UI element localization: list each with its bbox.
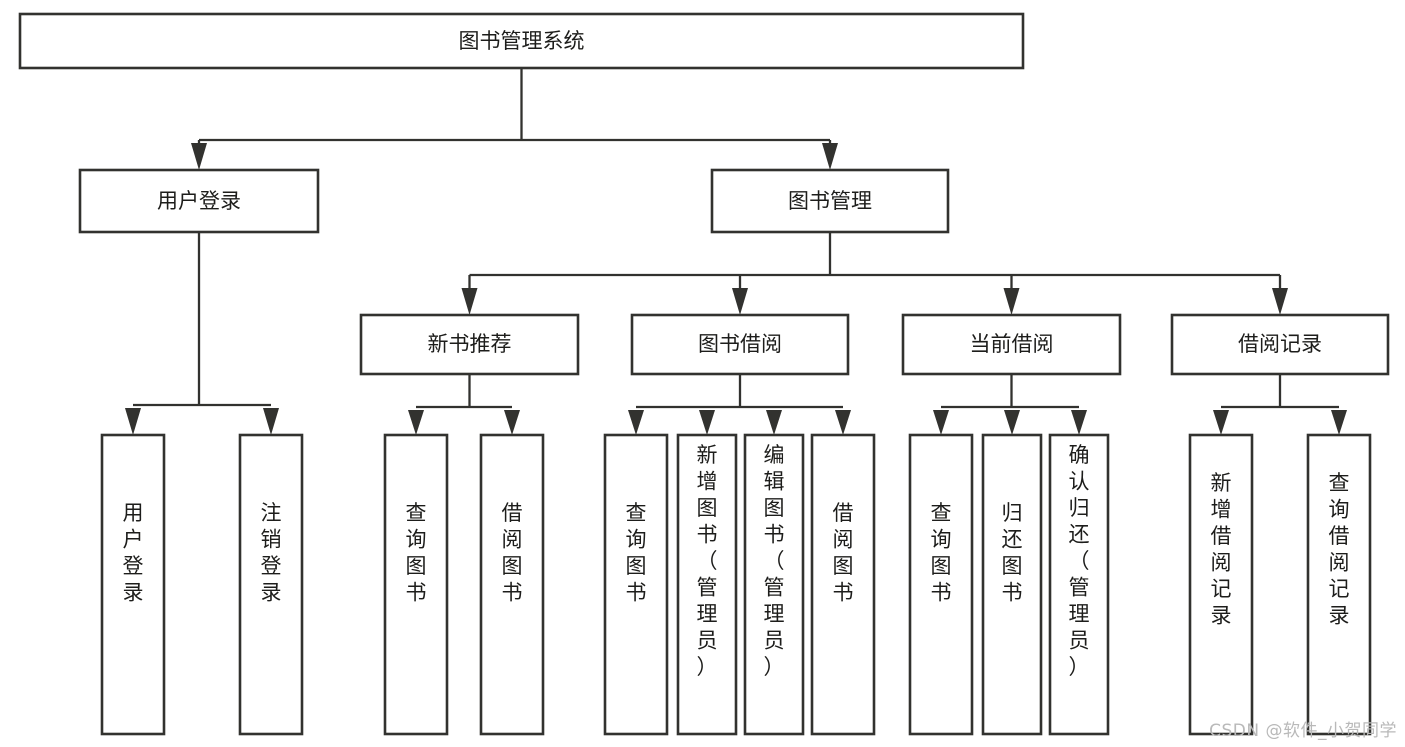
node-leaf-borrow-book-2-label: 借阅图书 xyxy=(833,501,854,605)
arrowhead-to-leaf-user-login xyxy=(125,408,141,435)
arrowhead-to-current-borrow xyxy=(1003,288,1020,315)
node-leaf-edit-book-box[interactable] xyxy=(743,433,805,736)
node-book-borrow-box[interactable] xyxy=(630,313,850,376)
arrowhead-to-leaf-query-book-3 xyxy=(933,410,949,435)
node-current-borrow-box[interactable] xyxy=(901,313,1122,376)
node-leaf-return-book[interactable]: 归还图书 xyxy=(981,433,1043,736)
node-new-book-recommend-box[interactable] xyxy=(359,313,580,376)
arrowhead-to-leaf-borrow-book-2 xyxy=(835,410,851,435)
node-book-manage-box[interactable] xyxy=(710,168,950,234)
node-root[interactable]: 图书管理系统 xyxy=(18,12,1025,70)
arrowhead-to-leaf-edit-book xyxy=(766,410,782,435)
node-leaf-logout-login[interactable]: 注销登录 xyxy=(238,433,304,736)
arrowhead-to-book-manage xyxy=(822,143,838,170)
node-leaf-user-login[interactable]: 用户登录 xyxy=(100,433,166,736)
arrowhead-to-book-borrow xyxy=(732,288,748,315)
node-leaf-borrow-book-1[interactable]: 借阅图书 xyxy=(479,433,545,736)
node-book-borrow-label: 图书借阅 xyxy=(698,332,782,356)
node-leaf-edit-book[interactable]: 编辑图书（管理员） xyxy=(743,433,805,736)
node-root-box[interactable] xyxy=(18,12,1025,70)
node-borrow-record[interactable]: 借阅记录 xyxy=(1170,313,1390,376)
node-leaf-confirm-return[interactable]: 确认归还（管理员） xyxy=(1048,433,1110,736)
node-new-book-recommend-label: 新书推荐 xyxy=(428,332,512,356)
node-leaf-query-book-3-box[interactable] xyxy=(908,433,974,736)
arrowhead-to-leaf-return-book xyxy=(1004,410,1020,435)
node-leaf-borrow-book-1-label: 借阅图书 xyxy=(502,501,523,605)
node-leaf-add-record[interactable]: 新增借阅记录 xyxy=(1188,433,1254,736)
node-borrow-record-label: 借阅记录 xyxy=(1238,332,1322,356)
arrowhead-to-new-book-recommend xyxy=(461,288,478,315)
node-leaf-user-login-label: 用户登录 xyxy=(123,501,144,605)
arrowhead-to-leaf-logout-login xyxy=(263,408,279,435)
node-leaf-query-book-2-label: 查询图书 xyxy=(626,501,647,605)
node-leaf-add-book[interactable]: 新增图书（管理员） xyxy=(676,433,738,736)
node-leaf-logout-login-label: 注销登录 xyxy=(261,501,282,605)
node-leaf-user-login-box[interactable] xyxy=(100,433,166,736)
node-leaf-return-book-box[interactable] xyxy=(981,433,1043,736)
arrowhead-to-leaf-add-record xyxy=(1213,410,1229,435)
connector-layer xyxy=(125,68,1347,435)
arrowhead-to-leaf-add-book xyxy=(699,410,715,435)
node-leaf-borrow-book-2[interactable]: 借阅图书 xyxy=(810,433,876,736)
node-leaf-confirm-return-box[interactable] xyxy=(1048,433,1110,736)
node-leaf-return-book-label: 归还图书 xyxy=(1002,501,1023,605)
node-book-borrow[interactable]: 图书借阅 xyxy=(630,313,850,376)
node-user-login-box[interactable] xyxy=(78,168,320,234)
node-leaf-query-book-1-box[interactable] xyxy=(383,433,449,736)
node-leaf-query-book-2[interactable]: 查询图书 xyxy=(603,433,669,736)
arrowhead-to-borrow-record xyxy=(1272,288,1288,315)
node-leaf-borrow-book-1-box[interactable] xyxy=(479,433,545,736)
node-leaf-query-record-label: 查询借阅记录 xyxy=(1329,471,1350,628)
arrowhead-to-leaf-query-book-2 xyxy=(628,410,644,435)
node-book-manage-label: 图书管理 xyxy=(788,189,872,213)
arrowhead-to-leaf-query-book-1 xyxy=(408,410,424,435)
node-root-label: 图书管理系统 xyxy=(459,29,585,53)
node-book-manage[interactable]: 图书管理 xyxy=(710,168,950,234)
arrowhead-to-leaf-query-record xyxy=(1331,410,1347,435)
leaf-node-group: 用户登录 注销登录 查询图书 借阅图书 查询图书 新增图书（管理员） xyxy=(100,433,1372,736)
node-leaf-query-book-2-box[interactable] xyxy=(603,433,669,736)
node-leaf-add-book-label: 新增图书（管理员） xyxy=(697,443,718,679)
node-leaf-query-book-1[interactable]: 查询图书 xyxy=(383,433,449,736)
arrowhead-to-leaf-borrow-book-1 xyxy=(504,410,520,435)
node-leaf-confirm-return-label: 确认归还（管理员） xyxy=(1069,443,1090,679)
node-new-book-recommend[interactable]: 新书推荐 xyxy=(359,313,580,376)
node-leaf-query-book-3-label: 查询图书 xyxy=(931,501,952,605)
node-leaf-query-book-3[interactable]: 查询图书 xyxy=(908,433,974,736)
node-user-login-label: 用户登录 xyxy=(157,189,241,213)
node-leaf-add-record-box[interactable] xyxy=(1188,433,1254,736)
node-leaf-add-record-label: 新增借阅记录 xyxy=(1211,471,1232,628)
node-current-borrow[interactable]: 当前借阅 xyxy=(901,313,1122,376)
node-leaf-logout-login-box[interactable] xyxy=(238,433,304,736)
node-borrow-record-box[interactable] xyxy=(1170,313,1390,376)
node-current-borrow-label: 当前借阅 xyxy=(970,332,1054,356)
arrowhead-to-user-login xyxy=(191,143,207,170)
node-leaf-borrow-book-2-box[interactable] xyxy=(810,433,876,736)
node-leaf-query-book-1-label: 查询图书 xyxy=(406,501,427,605)
node-leaf-edit-book-label: 编辑图书（管理员） xyxy=(764,443,785,679)
node-leaf-query-record[interactable]: 查询借阅记录 xyxy=(1306,433,1372,736)
node-user-login[interactable]: 用户登录 xyxy=(78,168,320,234)
node-leaf-query-record-box[interactable] xyxy=(1306,433,1372,736)
node-leaf-add-book-box[interactable] xyxy=(676,433,738,736)
arrowhead-to-leaf-confirm-return xyxy=(1071,410,1087,435)
